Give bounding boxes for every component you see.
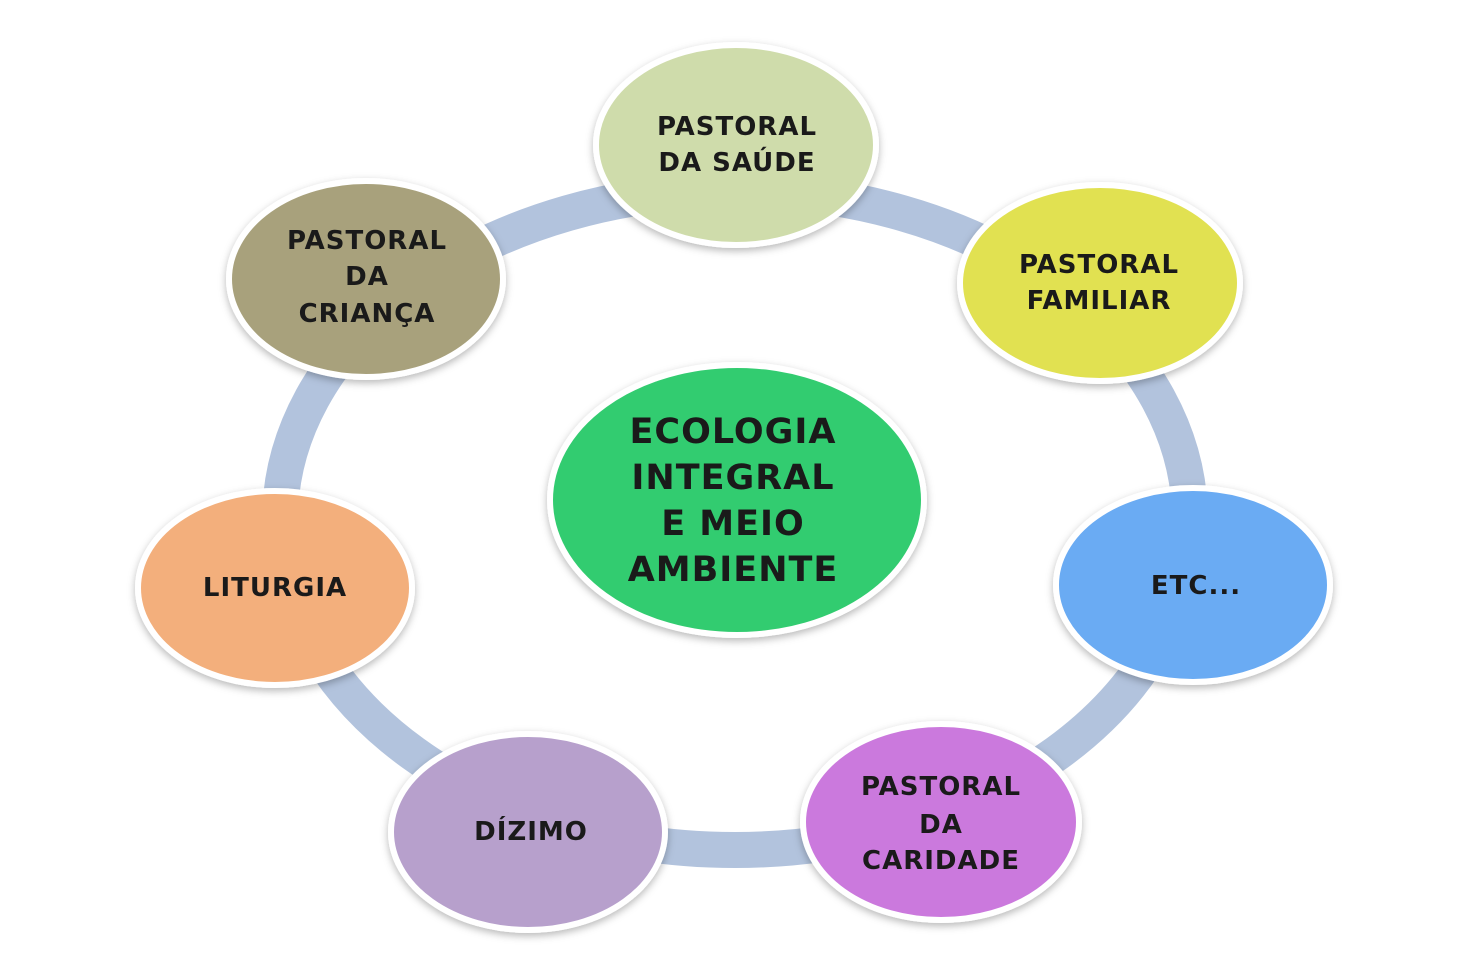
node-label-line: DÍZIMO: [474, 815, 588, 847]
center-title-line-1: ECOLOGIA: [630, 412, 837, 452]
center-title-line-3: E MEIO: [661, 504, 805, 544]
node-ellipse: [226, 178, 506, 380]
node-label-line: LITURGIA: [203, 573, 347, 603]
node-label-line: DA: [919, 810, 963, 840]
node-pastoral-da-crianca: PASTORAL DA CRIANÇA: [226, 178, 506, 380]
node-ellipse: [800, 721, 1082, 923]
node-label-line: DA SAÚDE: [658, 146, 815, 178]
node-label-line: FAMILIAR: [1027, 286, 1172, 316]
node-dizimo: DÍZIMO: [388, 731, 668, 933]
node-pastoral-da-saude: PASTORAL DA SAÚDE: [593, 42, 879, 248]
center-node: ECOLOGIA INTEGRAL E MEIO AMBIENTE: [547, 362, 927, 638]
node-pastoral-da-caridade: PASTORAL DA CARIDADE: [800, 721, 1082, 923]
node-etc: ETC...: [1053, 485, 1333, 685]
node-ellipse: [1053, 485, 1333, 685]
node-label-line: DA: [345, 262, 389, 292]
node-ellipse: [957, 182, 1243, 384]
node-label-line: PASTORAL: [861, 772, 1021, 802]
node-label-line: PASTORAL: [1019, 250, 1179, 280]
node-label-line: CRIANÇA: [299, 299, 436, 329]
node-label-line: PASTORAL: [657, 112, 817, 142]
center-title-line-2: INTEGRAL: [631, 458, 834, 498]
node-pastoral-familiar: PASTORAL FAMILIAR: [957, 182, 1243, 384]
node-label-line: CARIDADE: [862, 846, 1020, 876]
node-label-line: PASTORAL: [287, 226, 447, 256]
node-liturgia: LITURGIA: [135, 488, 415, 688]
center-ellipse: [547, 362, 927, 638]
node-label-line: ETC...: [1151, 571, 1241, 601]
node-ellipse: [135, 488, 415, 688]
center-title-line-4: AMBIENTE: [628, 550, 839, 590]
node-ellipse: [593, 42, 879, 248]
node-ellipse: [388, 731, 668, 933]
